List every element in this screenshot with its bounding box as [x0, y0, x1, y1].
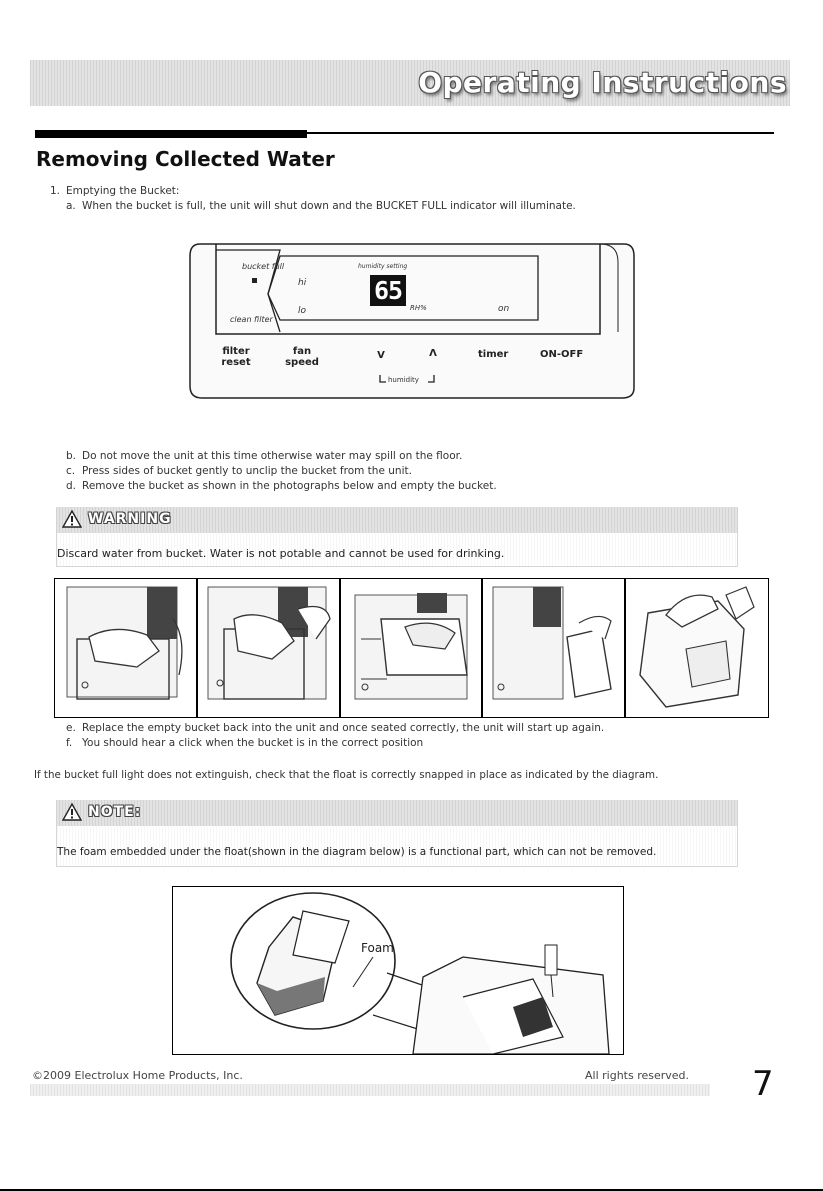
footer-band [30, 1084, 710, 1096]
fan-speed-line1: fan [292, 346, 312, 357]
footer-rights: All rights reserved. [585, 1069, 690, 1082]
warning-box [56, 533, 738, 567]
bottom-rule [0, 1189, 823, 1191]
humidity-down-button[interactable]: V [377, 350, 385, 361]
footer-copyright: ©2009 Electrolux Home Products, Inc. [32, 1069, 243, 1082]
step-label: b. [66, 450, 77, 462]
clean-filter-label: clean filter [230, 315, 273, 324]
step-label: e. [66, 722, 76, 734]
header-band [30, 60, 790, 106]
humidity-label: humidity [388, 376, 419, 384]
foam-label: Foam [361, 941, 394, 955]
humidity-up-button[interactable]: Λ [429, 348, 437, 359]
step-1: 1. Emptying the Bucket: [50, 185, 179, 197]
fan-hi-label: hi [298, 278, 307, 288]
fan-speed-button[interactable]: fan speed [282, 346, 322, 368]
photo-step-1 [55, 579, 198, 717]
warning-triangle-icon [62, 510, 82, 528]
page-header-title: Operating Instructions [418, 66, 787, 99]
warning-heading-band [56, 507, 738, 533]
note-text: The foam embedded under the float(shown … [57, 846, 657, 858]
photo-step-5 [626, 579, 768, 717]
step-text: Replace the empty bucket back into the u… [82, 722, 605, 734]
title-rule-thin [307, 132, 774, 134]
bucket-full-label: bucket full [242, 262, 285, 271]
timer-button[interactable]: timer [478, 349, 509, 360]
step-f: f. You should hear a click when the bucke… [66, 737, 423, 749]
step-c: c. Press sides of bucket gently to unclip… [66, 465, 412, 477]
fan-speed-line2: speed [285, 357, 319, 368]
control-panel-outline [189, 243, 635, 399]
step-text: You should hear a click when the bucket … [82, 737, 424, 749]
step-text: When the bucket is full, the unit will s… [82, 200, 576, 212]
step-label: f. [66, 737, 73, 749]
photo-step-2 [198, 579, 341, 717]
step-b: b. Do not move the unit at this time othe… [66, 450, 462, 462]
filter-reset-button[interactable]: filter reset [218, 346, 254, 368]
filter-reset-line1: filter [222, 346, 250, 357]
bucket-removal-photos [54, 578, 769, 718]
bucket-full-indicator [252, 278, 257, 283]
note-warning-icon [62, 803, 82, 821]
float-diagram: Foam [172, 886, 624, 1055]
step-text: Remove the bucket as shown in the photog… [82, 480, 497, 492]
filter-reset-line2: reset [221, 357, 251, 368]
page-number: 7 [752, 1064, 774, 1104]
step-text: Do not move the unit at this time otherw… [82, 450, 463, 462]
step-label: a. [66, 200, 76, 212]
fan-lo-label: lo [298, 306, 307, 316]
title-rule-thick [35, 130, 307, 138]
step-text: Press sides of bucket gently to unclip t… [82, 465, 412, 477]
step-text: Emptying the Bucket: [66, 185, 180, 197]
warning-text: Discard water from bucket. Water is not … [57, 547, 505, 560]
rh-percent-label: RH% [410, 304, 427, 312]
step-e: e. Replace the empty bucket back into the… [66, 722, 604, 734]
step-label: c. [66, 465, 76, 477]
photo-step-3 [341, 579, 483, 717]
step-label: d. [66, 480, 77, 492]
humidity-display: 65 [370, 275, 406, 306]
note-box [56, 826, 738, 867]
note-heading: NOTE: [88, 804, 142, 820]
control-panel-diagram: bucket full clean filter hi lo humidity … [188, 242, 636, 400]
step-d: d. Remove the bucket as shown in the phot… [66, 480, 497, 492]
humidity-setting-label: humidity setting [358, 263, 408, 270]
float-check-text: If the bucket full light does not exting… [34, 769, 659, 781]
warning-heading: WARNING [88, 511, 172, 527]
on-off-button[interactable]: ON-OFF [540, 349, 584, 360]
step-a: a. When the bucket is full, the unit will… [66, 200, 576, 212]
note-heading-band [56, 800, 738, 826]
section-title: Removing Collected Water [36, 147, 335, 171]
step-number: 1. [50, 185, 61, 197]
timer-on-label: on [498, 304, 510, 314]
photo-step-4 [483, 579, 626, 717]
